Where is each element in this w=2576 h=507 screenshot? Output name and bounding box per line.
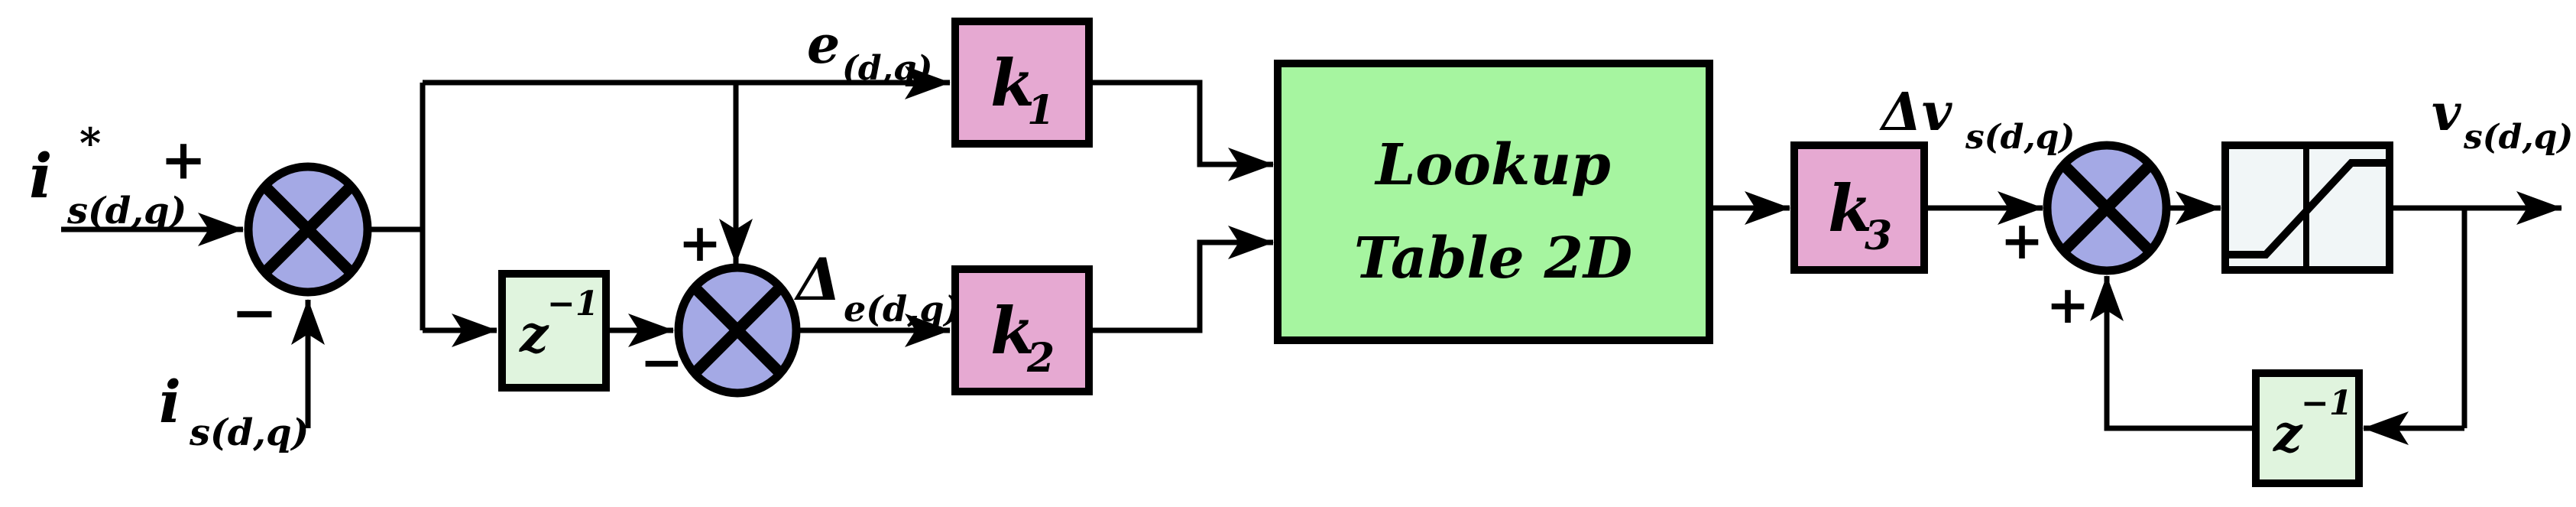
- junction-b-minus-sign: −: [640, 332, 684, 393]
- junction-a-x-icon: [261, 183, 355, 276]
- gain-k1-block: [951, 18, 1093, 148]
- lookup-table-label-line2: Table 2D: [1354, 226, 1632, 291]
- gain-k2-label-sub: 2: [1026, 335, 1055, 382]
- error-signal-label-sub: (d,q): [842, 49, 933, 88]
- gain-k1-label-sub: 1: [1027, 87, 1055, 134]
- gain-k1-label: k: [990, 45, 1035, 121]
- lookup-table-block: [1274, 60, 1713, 344]
- delta-error-label-sub: e(d,q): [844, 288, 961, 330]
- junction-c-x-icon: [2061, 162, 2153, 254]
- junction-b-plus-sign: +: [679, 213, 722, 274]
- gain-k3-label: k: [1828, 171, 1872, 246]
- reference-input-label: i: [29, 140, 52, 212]
- gain-k2-block: [951, 265, 1093, 395]
- lookup-table-label-line1: Lookup: [1374, 132, 1611, 198]
- gain-k2-label: k: [990, 293, 1035, 369]
- measured-current-label-sub: s(d,q): [189, 411, 309, 454]
- junction-c-left-plus-sign: +: [2001, 210, 2044, 271]
- junction-b-x-icon: [692, 284, 783, 376]
- junction-a-minus-sign: −: [232, 280, 277, 345]
- measured-current-label: i: [159, 368, 181, 436]
- delta-v-label-sub: s(d,q): [1965, 118, 2075, 157]
- saturation-curve-icon: [2229, 159, 2390, 258]
- junction-a-plus-sign: +: [160, 127, 206, 192]
- delta-error-label: Δ: [793, 245, 841, 314]
- wire-k2-to-lookup: [1089, 226, 1274, 333]
- delay-b-label-sup: −1: [2301, 384, 2352, 423]
- delta-v-label: Δv: [1879, 82, 1953, 143]
- delay-b-label: z: [2273, 404, 2303, 463]
- wire-delay-b-to-junction-c: [2090, 275, 2256, 431]
- gain-k3-label-sub: 3: [1865, 213, 1892, 259]
- reference-input-label-sub: s(d,q): [66, 190, 186, 232]
- output-voltage-label-sub: s(d,q): [2463, 118, 2573, 157]
- delay-a-label-sup: −1: [547, 284, 598, 323]
- gain-k3-block: [1790, 141, 1928, 274]
- reference-input-label-sup: *: [79, 119, 101, 167]
- delay-a-label: z: [519, 304, 549, 364]
- junction-c-bottom-plus-sign: +: [2046, 275, 2090, 336]
- error-signal-label: e: [807, 15, 840, 76]
- delay-block-b: [2252, 369, 2363, 487]
- delay-block-a: [498, 270, 610, 392]
- wire-k1-to-lookup: [1089, 80, 1274, 181]
- output-voltage-label: v: [2432, 83, 2461, 142]
